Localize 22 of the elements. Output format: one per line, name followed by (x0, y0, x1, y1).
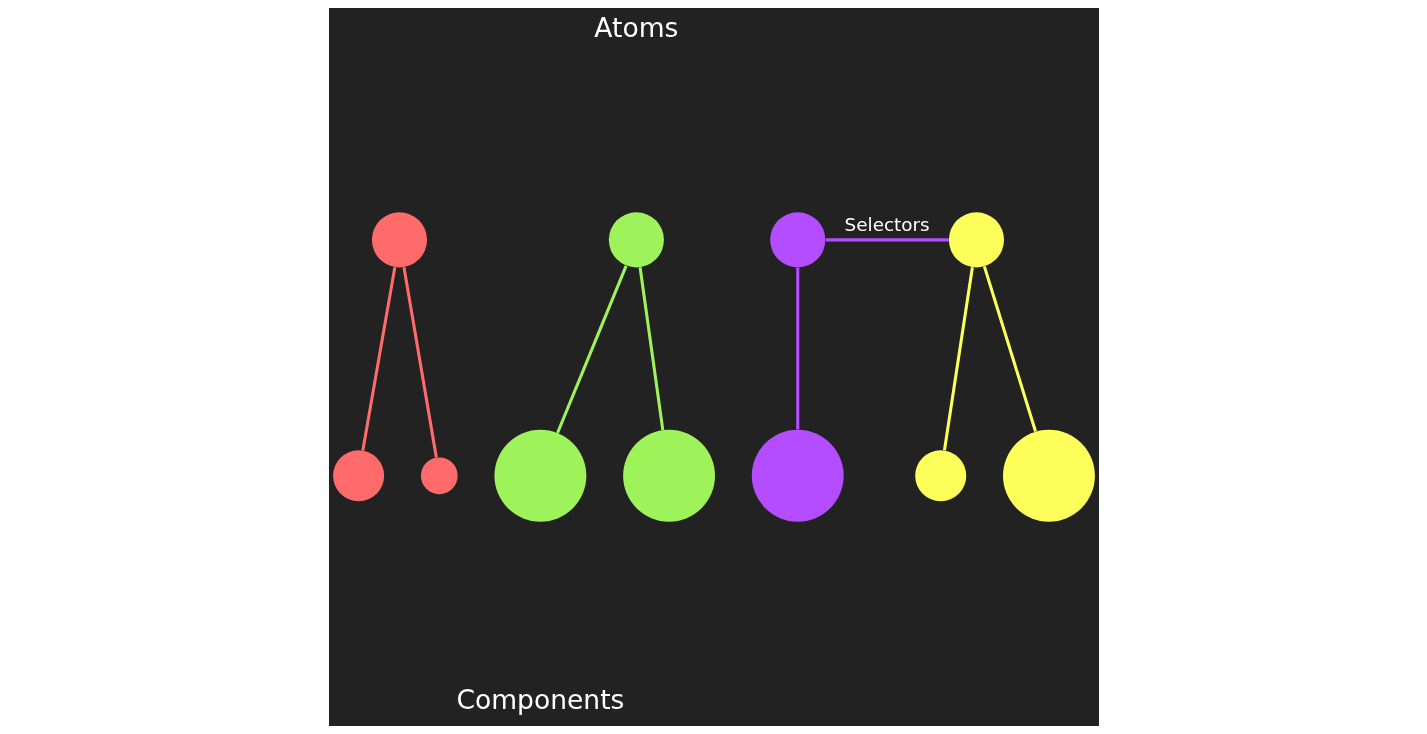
connector (401, 267, 438, 458)
node-circle (420, 457, 458, 495)
connector (360, 267, 396, 451)
connector (825, 238, 949, 242)
node-circle (371, 212, 427, 268)
edge-label: Selectors (844, 214, 930, 236)
node-circle (493, 429, 586, 522)
connector (795, 267, 799, 430)
label: Components (455, 684, 624, 716)
node-circle (948, 212, 1004, 268)
label: Atoms (593, 12, 678, 44)
node-circle (622, 429, 715, 522)
node-circle (914, 450, 966, 502)
connector (982, 265, 1037, 432)
connector (942, 267, 974, 451)
connector (555, 265, 628, 434)
node-circle (332, 450, 384, 502)
node-circle (1002, 429, 1095, 522)
connector (638, 267, 664, 431)
node-circle (751, 429, 844, 522)
node-circle (608, 212, 664, 268)
node-circle (769, 212, 825, 268)
